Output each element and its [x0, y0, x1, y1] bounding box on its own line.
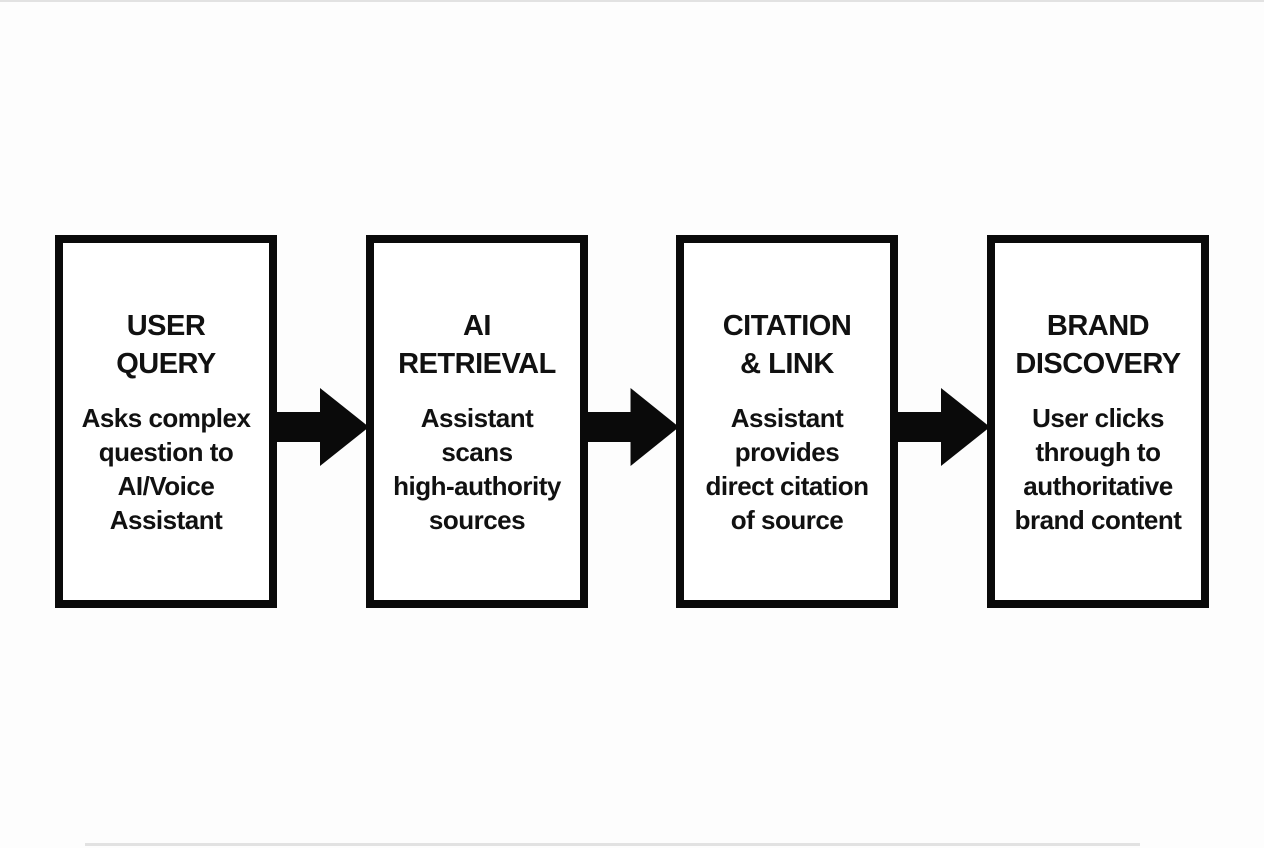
top-edge-line — [0, 0, 1264, 2]
arrow-right-icon — [895, 387, 990, 467]
step-box-brand-discovery: BRAND DISCOVERY User clicks through to a… — [987, 235, 1209, 608]
step-description: Asks complex question to AI/Voice Assist… — [81, 402, 251, 535]
arrow-right-icon — [585, 387, 679, 467]
step-box-user-query: USER QUERY Asks complex question to AI/V… — [55, 235, 277, 608]
arrow-right-icon — [274, 387, 369, 467]
step-description: Assistant scans high-authority sources — [393, 402, 561, 535]
step-box-citation-link: CITATION & LINK Assistant provides direc… — [676, 235, 898, 608]
step-box-ai-retrieval: AI RETRIEVAL Assistant scans high-author… — [366, 235, 588, 608]
step-description: Assistant provides direct citation of so… — [705, 402, 869, 535]
step-title: AI RETRIEVAL — [398, 309, 556, 380]
step-title: USER QUERY — [116, 309, 216, 380]
step-title: BRAND DISCOVERY — [1015, 309, 1181, 380]
bottom-edge-line — [85, 843, 1140, 846]
step-title: CITATION & LINK — [722, 309, 852, 380]
step-description: User clicks through to authoritative bra… — [1014, 402, 1182, 535]
